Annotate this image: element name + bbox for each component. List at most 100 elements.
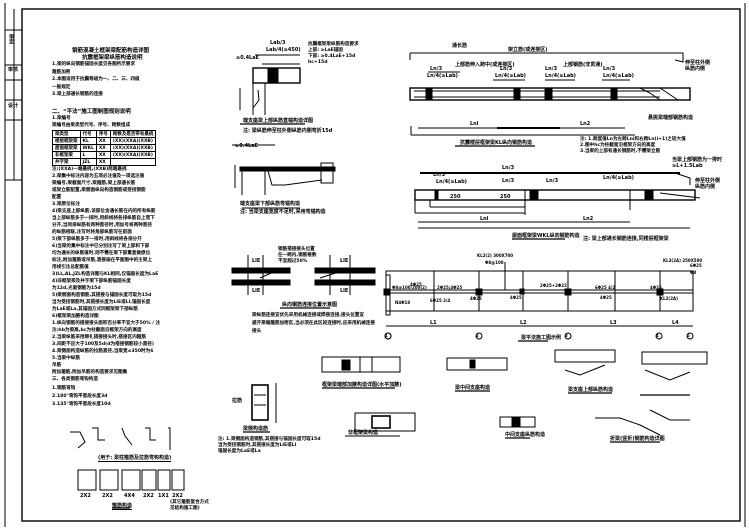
note-line: 为12d,光面钢筋为15d (52, 286, 101, 291)
hook-caption: (用于: 梁柱箍筋及拉筋弯钩构造) (98, 455, 172, 462)
plan-annotation: 4Φ25 (410, 282, 422, 287)
lap-splice-details (231, 255, 376, 309)
table-cell: 非框架梁 (52, 151, 81, 159)
plan-annotation: 4Φ25 (510, 295, 522, 300)
stirrup-label: 4X4 (124, 493, 135, 499)
table-cell: KL (79, 137, 97, 145)
main-title: 钢筋混凝土框架梁配筋构造详图 (72, 48, 150, 54)
beam-plan-view (383, 262, 694, 342)
table-header: 梁类型 (52, 130, 81, 138)
beam1-note: 注: 1.跨度值Ln为左跨Lni和右跨Ln(i+1)之较大值 2.图中hc为柱截… (580, 137, 686, 155)
beam1-top-label: 通长筋 (452, 43, 468, 49)
axis-label: 2 (476, 333, 479, 338)
dim-label: ≥0.4LaE (236, 55, 260, 61)
sub-heading: 1.梁编号 (52, 116, 71, 121)
note-line: 3.间距不应大于100及5d(d为搭接钢筋较小直径) (52, 342, 155, 347)
note-line: 均为通长的纵筋值时,则不需在梁下部重复做原位 (52, 251, 151, 256)
table-title: 梁编号由梁类型代号、序号、跨数组成 (52, 123, 131, 128)
beam1-top-label: 上部钢筋(非贯通) (563, 62, 603, 68)
beam2-tag2: 伸至柱外侧 纵筋内侧 (695, 178, 721, 190)
note-line: 3)LL,AL,JZL构造详图与KL相同,仅锚固长度为LaE (52, 272, 159, 277)
note-line: 抗震框架梁纵筋构造要求 (308, 42, 359, 47)
beam1-top-label: 架立筋(或连接区) (508, 47, 548, 53)
dim-label: LlE (252, 258, 261, 264)
note-line: 分开,当同排纵筋有两种直径时,用加号将两种直径 (52, 223, 152, 228)
detail-caption: 折梁(竖折)钢筋构造详图 (610, 436, 665, 442)
note-line: 当为受扭钢筋时,其搭接长度为LlE或Ll (218, 443, 297, 448)
note-line: 配置 (52, 195, 62, 200)
span-label: L3 (610, 320, 617, 326)
title-block-review: 审定 (8, 34, 14, 44)
plan-annotation: 2Φ25+2Φ22 (540, 283, 567, 288)
note-line: 5.当梁中纵筋 (52, 356, 80, 361)
axis-label: 4 (656, 333, 659, 338)
note-line: 接头 (252, 329, 262, 334)
note-line: 在一跨内,钢筋根数 (278, 253, 317, 258)
detail1-caption2: 注: 梁纵筋伸至柱外侧纵筋内侧弯折15d (243, 128, 333, 134)
detail-caption: 非框架梁构造 (348, 430, 379, 436)
table-cell: WKL (79, 144, 97, 152)
detail-caption: 框架梁端部加腋构造详图(水平加腋) (322, 382, 402, 388)
span-label: L1 (430, 320, 437, 326)
note-line: 用线引注总配筋值 (52, 265, 89, 270)
table-cell: XX (95, 144, 111, 152)
dim-label: Ln/4(≥Lab) (603, 73, 634, 79)
plan-annotation: KL2(2) 300X700 (477, 253, 514, 258)
hook-note: 1.钢筋弯钩 (52, 386, 76, 391)
dim-label: Ln/4(≥Lab) (545, 73, 576, 79)
left-note: 1.梁的纵向钢筋锚固长度见各图所示要求 (52, 62, 136, 67)
detail2-caption: 端支座梁下部纵筋弯锚构造 (240, 201, 301, 207)
table-row: 井字梁 JZL XX (52, 158, 157, 166)
plan-annotation: KL2(2A) (660, 296, 678, 301)
beam1-tag: 伸至柱外侧 纵筋内侧 (685, 60, 711, 72)
title-block-design: 设计 (8, 103, 19, 109)
note-line: 3.当梁的上部有通长钢筋时,不需架立筋 (580, 149, 661, 154)
stirrup-label: 2X2 (172, 493, 183, 499)
dim-label: 250 (450, 194, 461, 200)
detail-caption: 梁支座上部纵筋构造 (568, 387, 614, 393)
plan-annotation: Φ8@100 (485, 260, 504, 265)
table-row: 屋面框架梁 WKL XX (XX)(XXA)(XXB) (52, 144, 157, 152)
table-cell: XX (95, 158, 111, 166)
note-line: 当上部纵筋多于一排时,用斜线将各排纵筋自上而下 (52, 216, 155, 221)
plan-annotation: 4Φ25 (470, 296, 482, 301)
plan-annotation: N4Φ18 (395, 300, 411, 305)
note-line: 标注,附加箍筋或吊筋,直接画在平面图中的主梁上 (52, 258, 152, 263)
dim-label: LlE (252, 288, 261, 294)
table-cell: (XX)(XXA)(XXB) (109, 151, 157, 159)
section-heading: 二、“平法”施工图制图规则说明 (52, 109, 131, 115)
plan-caption: 梁平法施工图示例 (521, 335, 562, 341)
note-line: 梁编号,梁截面尺寸,梁箍筋,梁上部通长筋 (52, 181, 136, 186)
plan-annotation: 6Φ25 4/2 (595, 285, 616, 290)
detail-end-support-1 (239, 54, 305, 125)
detail1-caption: 端支座梁上部纵筋直锚构造详图 (243, 118, 314, 124)
detail-row (321, 349, 708, 443)
detail1-note: 抗震框架梁纵筋构造要求 上部: ≥LaE锚固 下部: ≥0.4LaE+15d h… (308, 42, 359, 66)
side-notes: 注: 1.梁侧面构造钢筋,其搭接与锚固长度可取15d 当为受扭钢筋时,其搭接长度… (218, 437, 321, 455)
note-line: 上部: ≥LaE锚固 (308, 48, 343, 53)
note-line: hc+15d (308, 60, 328, 65)
dim-label: Ln/3 (502, 178, 515, 184)
table-row: 非框架梁 L XX (XX)(XXA)(XXB) (52, 151, 157, 159)
side-section (243, 383, 277, 433)
left-note: 3.梁上部通长钢筋的连接 (52, 92, 103, 97)
table-row: 楼层框架梁 KL XX (XX)(XXA)(XXB) (52, 137, 157, 145)
dim-label: Ln/3 (502, 165, 515, 171)
note-line: 注: 1.跨度值Ln为左跨Lni和右跨Ln(i+1)之较大值 (580, 137, 686, 142)
span-label: L2 (520, 320, 527, 326)
note-line: 不宜超过50% (278, 259, 308, 264)
detail-caption: 中间支座纵筋构造 (505, 432, 546, 438)
lap-note: 钢筋搭接接头位置 在一跨内,钢筋根数 不宜超过50% (278, 247, 317, 265)
span-label: Ln2 (583, 216, 594, 222)
dim-label: Ln/3 (433, 172, 446, 178)
plan-annotation: 2Φ25;4Φ25 (437, 285, 463, 290)
dim-label: Ln/3 (545, 66, 558, 72)
span-label: Lnl (480, 216, 489, 222)
stirrup-note: (其它箍筋复合方式 见结构施工图) (170, 500, 209, 511)
axis-label: 5 (687, 333, 690, 338)
table-cell: (XX)(XXA)(XXB) (109, 137, 157, 145)
lap-caption: 纵向钢筋连接位置示意图 (282, 302, 338, 308)
note-line: 附加箍筋,附加吊筋的构造要求见图集 (52, 370, 128, 375)
note-line: 或架立筋配置,梁侧面纵向构造钢筋或受扭钢筋 (52, 188, 146, 193)
